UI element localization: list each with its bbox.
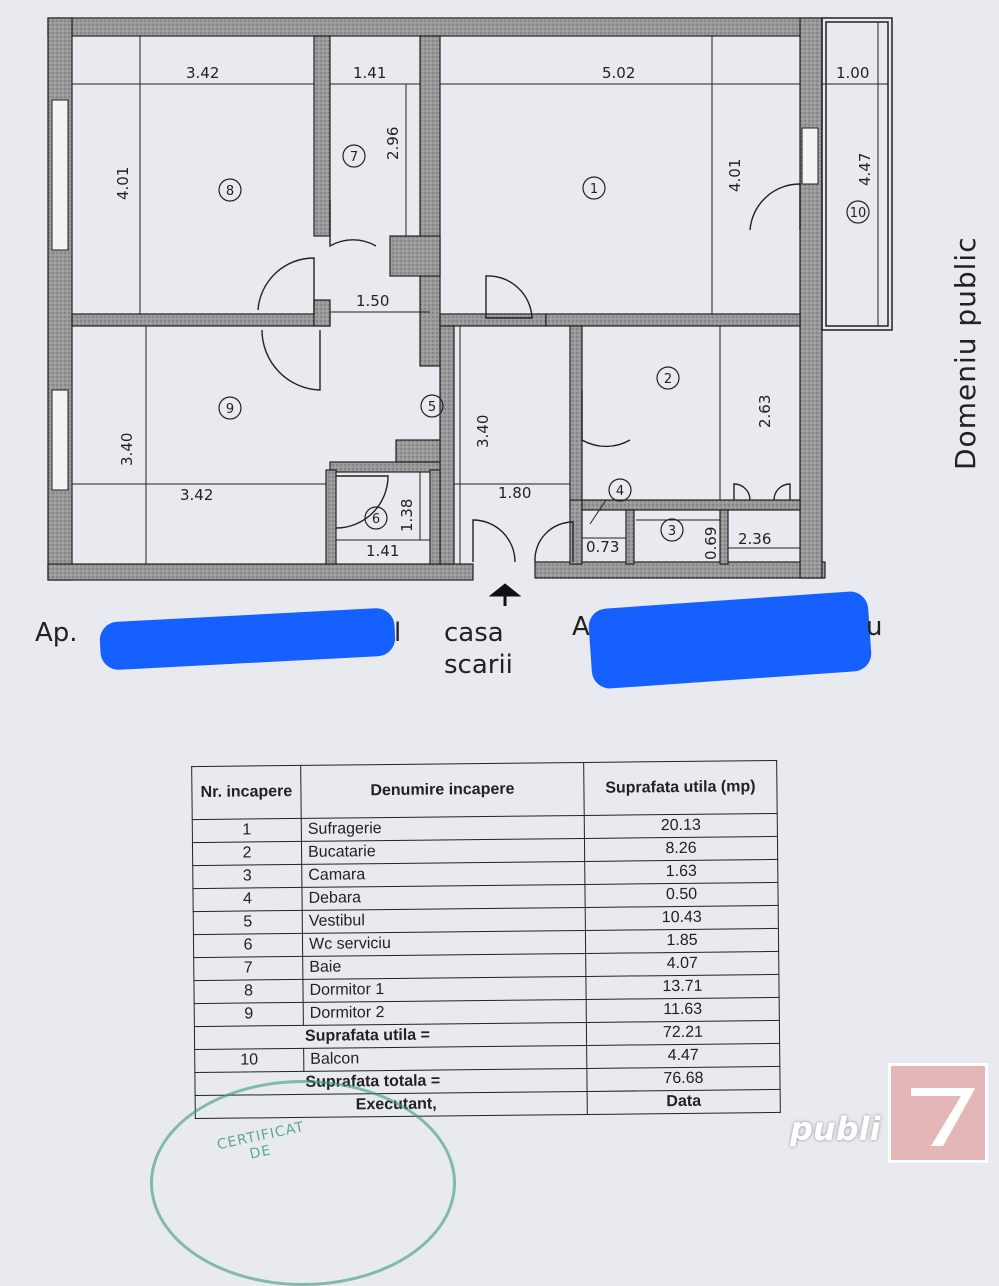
row-name: Bucatarie [301,838,585,865]
header-nr: Nr. incapere [191,765,302,820]
walls [47,17,826,581]
row-name: Dormitor 2 [303,999,587,1026]
room-numbers: 1 2 3 4 5 6 7 8 9 10 [226,150,866,539]
dim-150: 1.50 [356,292,389,310]
dim-141-top: 1.41 [353,64,386,82]
useful-area-value: 72.21 [586,1020,780,1046]
balcony-nr: 10 [194,1048,304,1073]
dim-340-mid: 3.40 [474,415,492,448]
apartment-left-prefix: Ap. [35,618,78,648]
row-nr: 8 [193,979,304,1004]
dimension-lines [72,22,888,564]
room-markers [218,144,870,542]
dim-342-top: 3.42 [186,64,219,82]
dimension-labels: 3.42 1.41 5.02 1.00 4.01 2.96 4.01 4.47 … [114,64,874,560]
area-table: Nr. incapere Denumire incapere Suprafata… [191,760,781,1119]
total-area-value: 76.68 [586,1066,781,1092]
room-4: 4 [616,484,624,499]
row-area: 0.50 [584,882,779,908]
room-7: 7 [350,150,358,165]
apartment-right-suffix: u [866,612,883,642]
room-1: 1 [590,182,598,197]
row-area: 11.63 [586,997,780,1023]
door-swings [257,183,801,563]
dim-141-bottom: 1.41 [366,542,399,560]
row-name: Wc serviciu [302,930,586,957]
row-nr: 9 [194,1002,304,1027]
room-6: 6 [372,512,380,527]
row-area: 20.13 [584,813,778,839]
dim-401-right: 4.01 [726,159,744,192]
row-name: Dormitor 1 [302,976,587,1003]
row-area: 13.71 [585,974,780,1000]
row-area: 4.07 [585,951,779,977]
side-label-domeniu-public: Domeniu public [949,236,982,470]
row-nr: 6 [193,933,303,958]
row-nr: 1 [192,818,302,843]
bird-icon [911,1088,975,1146]
row-area: 8.26 [584,836,778,862]
apartment-left-suffix: l [394,618,402,648]
row-name: Debara [301,884,586,911]
dim-447: 4.47 [856,153,874,186]
dim-263: 2.63 [756,395,774,428]
dim-401-left: 4.01 [114,167,132,200]
balcony-area: 4.47 [586,1043,780,1069]
stair-label-2: scarii [444,650,513,680]
row-area: 1.63 [584,859,778,885]
room-8: 8 [226,184,234,199]
row-nr: 3 [192,864,302,889]
dim-502: 5.02 [602,64,635,82]
certificate-stamp [150,1080,456,1286]
balcony [821,17,893,331]
dim-296: 2.96 [384,127,402,160]
dim-340-left: 3.40 [118,433,136,466]
row-nr: 5 [193,910,303,935]
stair-label-1: casa [444,618,504,648]
dim-342-bottom: 3.42 [180,486,213,504]
windows [51,99,819,491]
dim-138: 1.38 [398,499,416,532]
row-nr: 7 [193,956,303,981]
header-area: Suprafata utila (mp) [583,760,778,816]
floor-plan: 3.42 1.41 5.02 1.00 4.01 2.96 4.01 4.47 … [47,17,982,606]
row-area: 1.85 [585,928,779,954]
apartment-right-label: A [572,612,590,642]
dim-100: 1.00 [836,64,869,82]
room-3: 3 [668,524,676,539]
dim-069: 0.69 [702,527,720,560]
dim-180: 1.80 [498,484,531,502]
watermark-logo-icon [888,1063,988,1163]
room-10: 10 [850,206,867,221]
room-2: 2 [664,372,672,387]
row-name: Camara [301,861,585,888]
room-5: 5 [428,400,436,415]
row-area: 10.43 [585,905,779,931]
row-name: Vestibul [302,907,586,934]
dim-073: 0.73 [586,538,619,556]
row-nr: 2 [192,841,302,866]
row-name: Baie [302,953,586,980]
room-9: 9 [226,402,234,417]
entrance-arrow-icon [488,583,522,606]
dim-236: 2.36 [738,530,771,548]
table-header-row: Nr. incapere Denumire incapere Suprafata… [191,760,778,820]
row-nr: 4 [192,887,303,912]
date-label: Data [587,1089,781,1115]
header-name: Denumire incapere [300,762,585,819]
balcony-name: Balcon [303,1045,587,1072]
row-name: Sufragerie [301,815,585,842]
apartment-left-label: Ap. [35,618,78,648]
watermark-brand: publi [790,1110,881,1148]
